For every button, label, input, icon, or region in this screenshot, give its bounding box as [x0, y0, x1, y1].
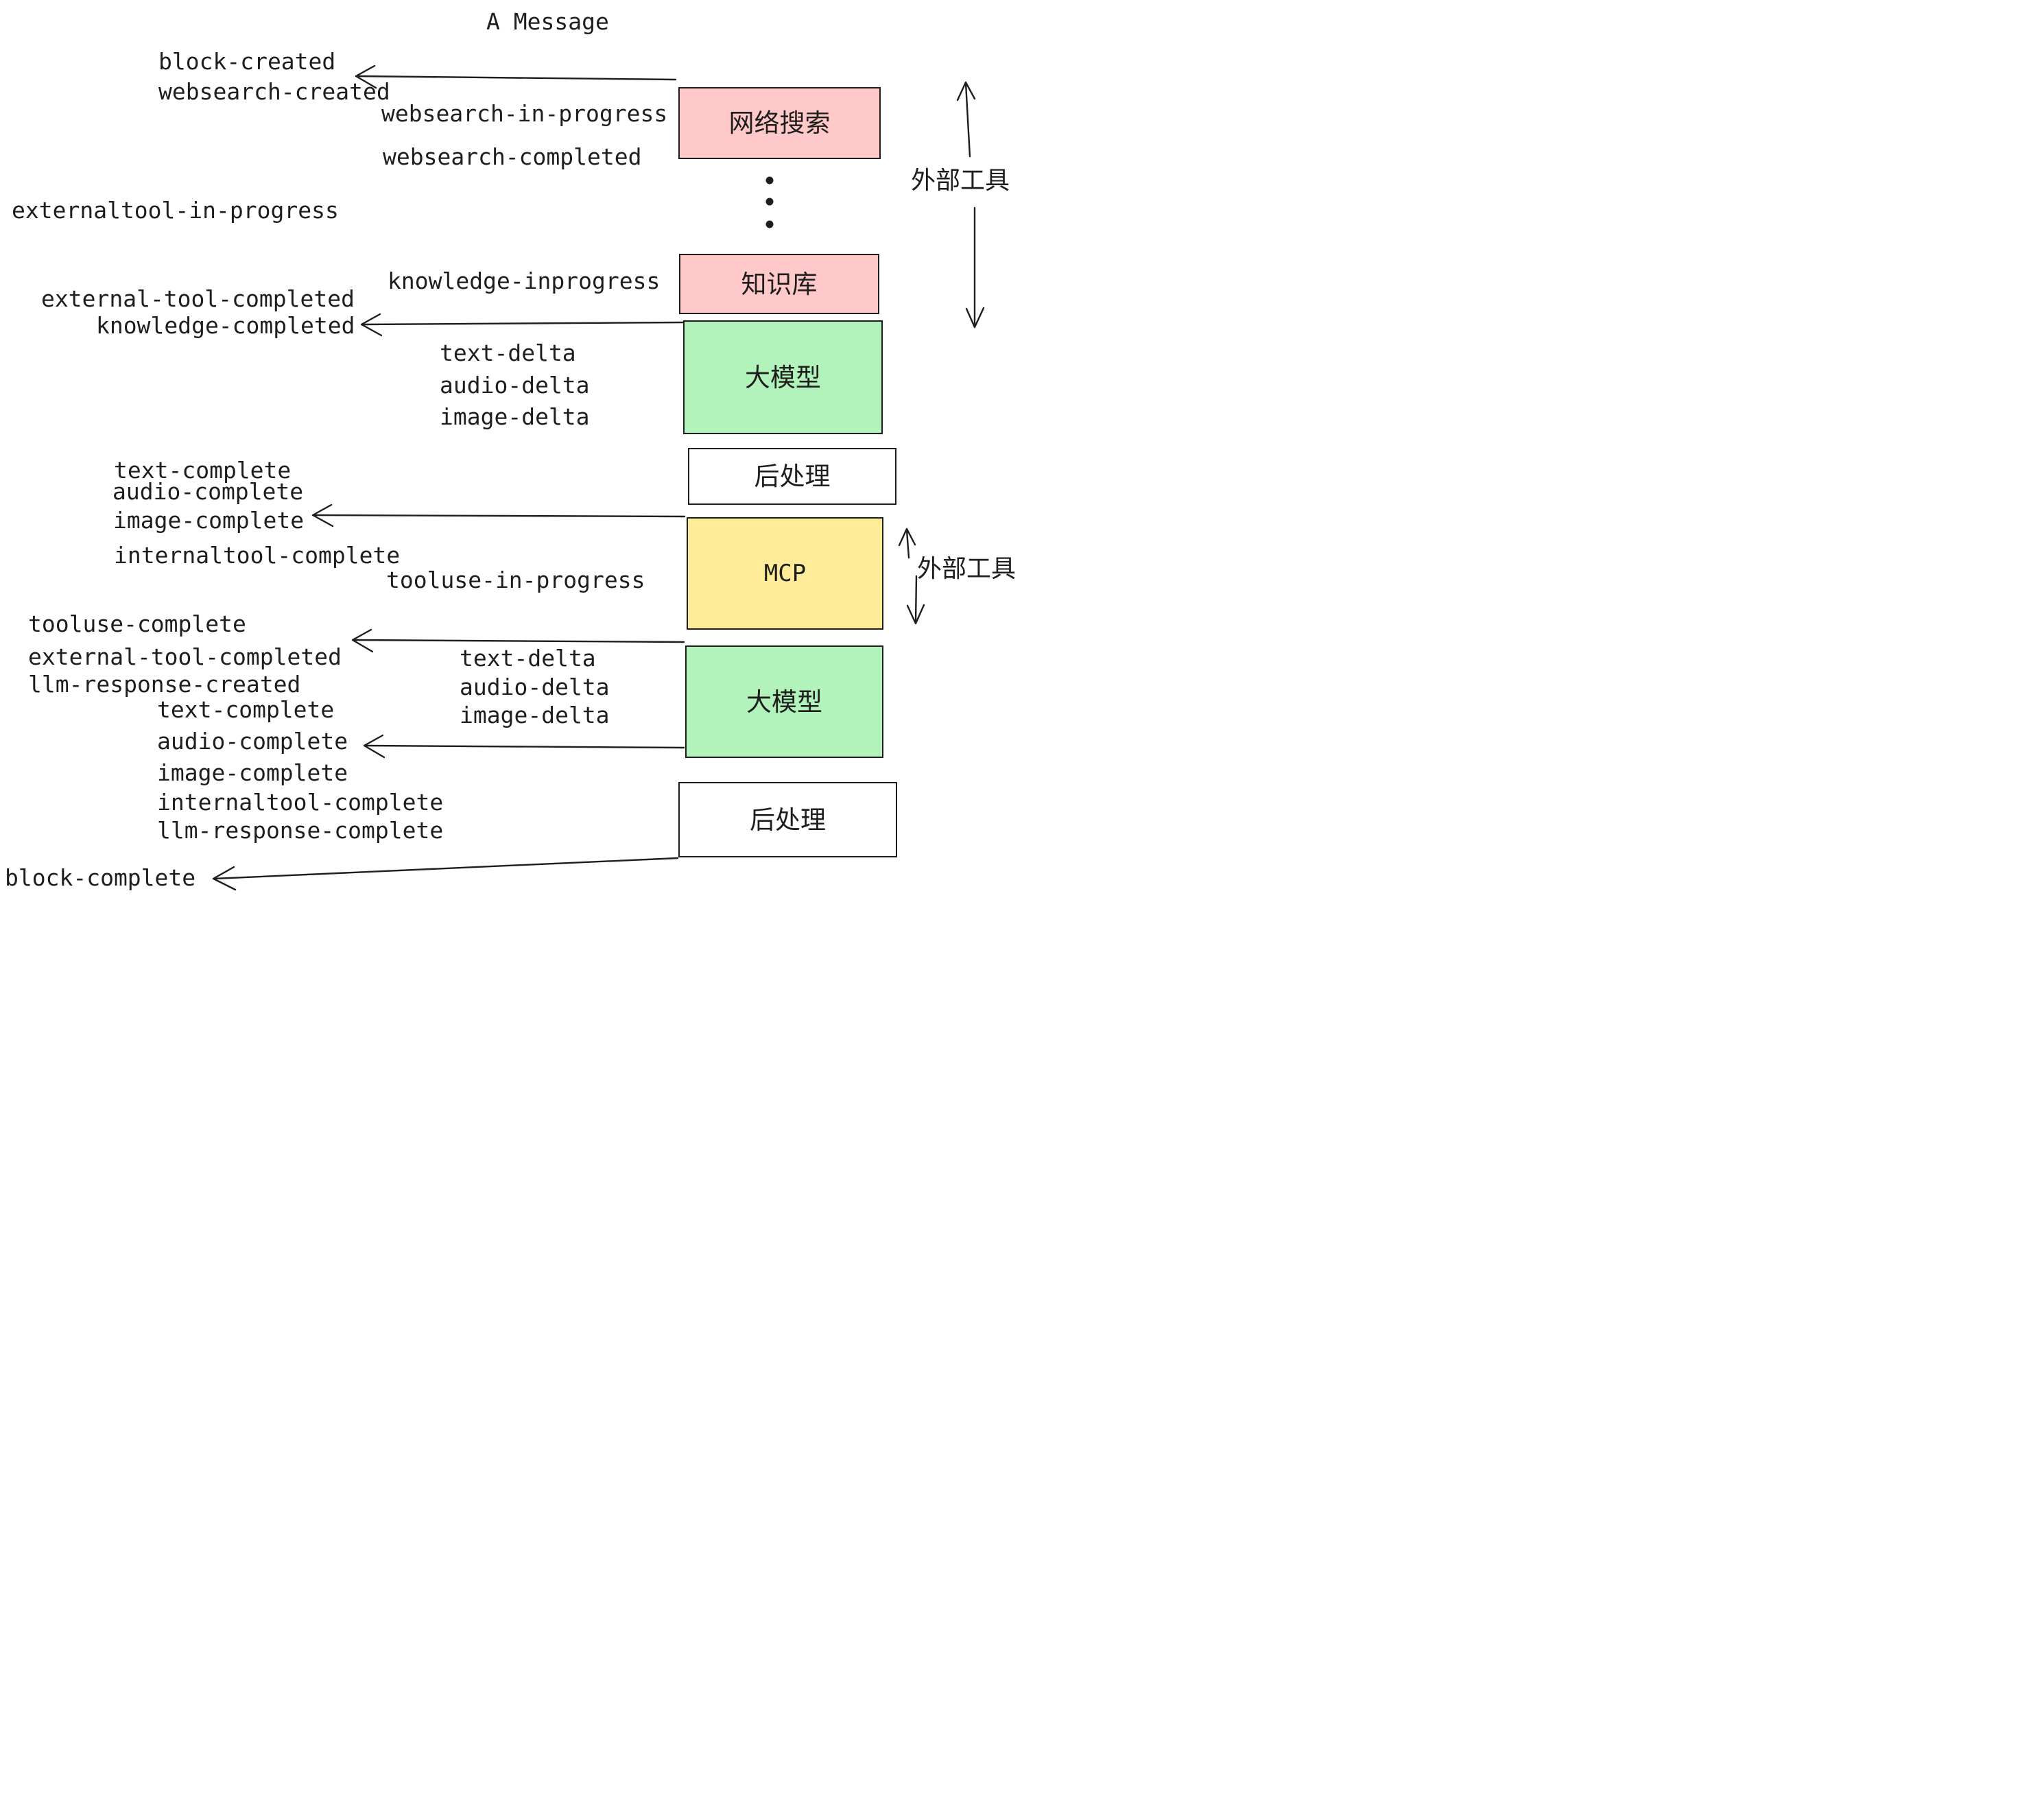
box-postprocess-2-label: 后处理 [750, 805, 826, 834]
external-tools-label-top: 外部工具 [911, 166, 1010, 194]
box-mcp: MCP [687, 517, 883, 630]
event-text-delta: text-delta [440, 340, 576, 366]
arrow-to-tooluse-complete [351, 628, 685, 653]
event-image-delta-2: image-delta [460, 702, 610, 728]
diagram-title: A Message [486, 8, 609, 35]
event-websearch-created: websearch-created [158, 78, 390, 105]
external-tools-span-arrow-top [956, 81, 985, 329]
box-postprocess-1-label: 后处理 [754, 462, 831, 490]
box-llm-2-label: 大模型 [746, 687, 822, 716]
event-internaltool-complete: internaltool-complete [114, 542, 401, 569]
event-image-delta: image-delta [440, 403, 590, 430]
event-text-complete-2: text-complete [157, 696, 335, 723]
event-block-created: block-created [158, 48, 336, 75]
external-tools-label-mcp: 外部工具 [917, 554, 1017, 582]
box-llm-1: 大模型 [683, 320, 883, 434]
event-externaltool-in-progress: externaltool-in-progress [12, 197, 339, 224]
event-text-delta-2: text-delta [460, 645, 596, 672]
event-knowledge-completed: knowledge-completed [96, 312, 355, 339]
arrow-to-block-created [355, 64, 677, 89]
box-knowledge: 知识库 [679, 254, 879, 314]
event-tooluse-complete: tooluse-complete [28, 610, 246, 637]
event-websearch-in-progress: websearch-in-progress [381, 100, 668, 127]
event-audio-complete-2: audio-complete [157, 728, 348, 755]
sequence-diagram: A Message 网络搜索 知识库 大模型 后处理 MCP 大模型 后处理 外… [0, 0, 1022, 902]
event-internaltool-complete-2: internaltool-complete [157, 789, 444, 816]
event-llm-response-complete: llm-response-complete [157, 817, 444, 844]
event-audio-complete: audio-complete [112, 478, 304, 505]
event-external-tool-completed: external-tool-completed [41, 285, 355, 312]
event-block-complete: block-complete [5, 864, 196, 891]
box-llm-1-label: 大模型 [745, 363, 821, 392]
box-knowledge-label: 知识库 [741, 270, 818, 298]
arrow-to-knowledge-completed [360, 313, 685, 337]
arrows-layer [212, 64, 985, 891]
arrow-to-image-complete [311, 503, 686, 527]
box-postprocess-1: 后处理 [688, 448, 896, 505]
event-llm-response-created: llm-response-created [28, 671, 301, 698]
box-websearch-label: 网络搜索 [728, 109, 831, 137]
box-mcp-label: MCP [763, 560, 807, 587]
event-audio-delta-2: audio-delta [460, 674, 610, 700]
box-websearch: 网络搜索 [678, 87, 881, 159]
event-websearch-completed: websearch-completed [383, 143, 642, 170]
vertical-ellipsis-icon [765, 176, 774, 228]
event-image-complete-2: image-complete [157, 759, 348, 786]
event-external-tool-completed-2: external-tool-completed [28, 643, 342, 670]
arrow-to-block-complete [212, 857, 679, 891]
event-knowledge-inprogress: knowledge-inprogress [388, 268, 661, 294]
box-postprocess-2: 后处理 [678, 782, 897, 857]
arrow-to-audio-complete [363, 734, 685, 759]
event-audio-delta: audio-delta [440, 372, 590, 399]
event-image-complete: image-complete [113, 507, 305, 534]
event-tooluse-in-progress: tooluse-in-progress [386, 567, 645, 593]
box-llm-2: 大模型 [685, 645, 883, 758]
event-text-complete: text-complete [114, 457, 292, 484]
external-tools-span-arrow-mcp [898, 527, 925, 625]
